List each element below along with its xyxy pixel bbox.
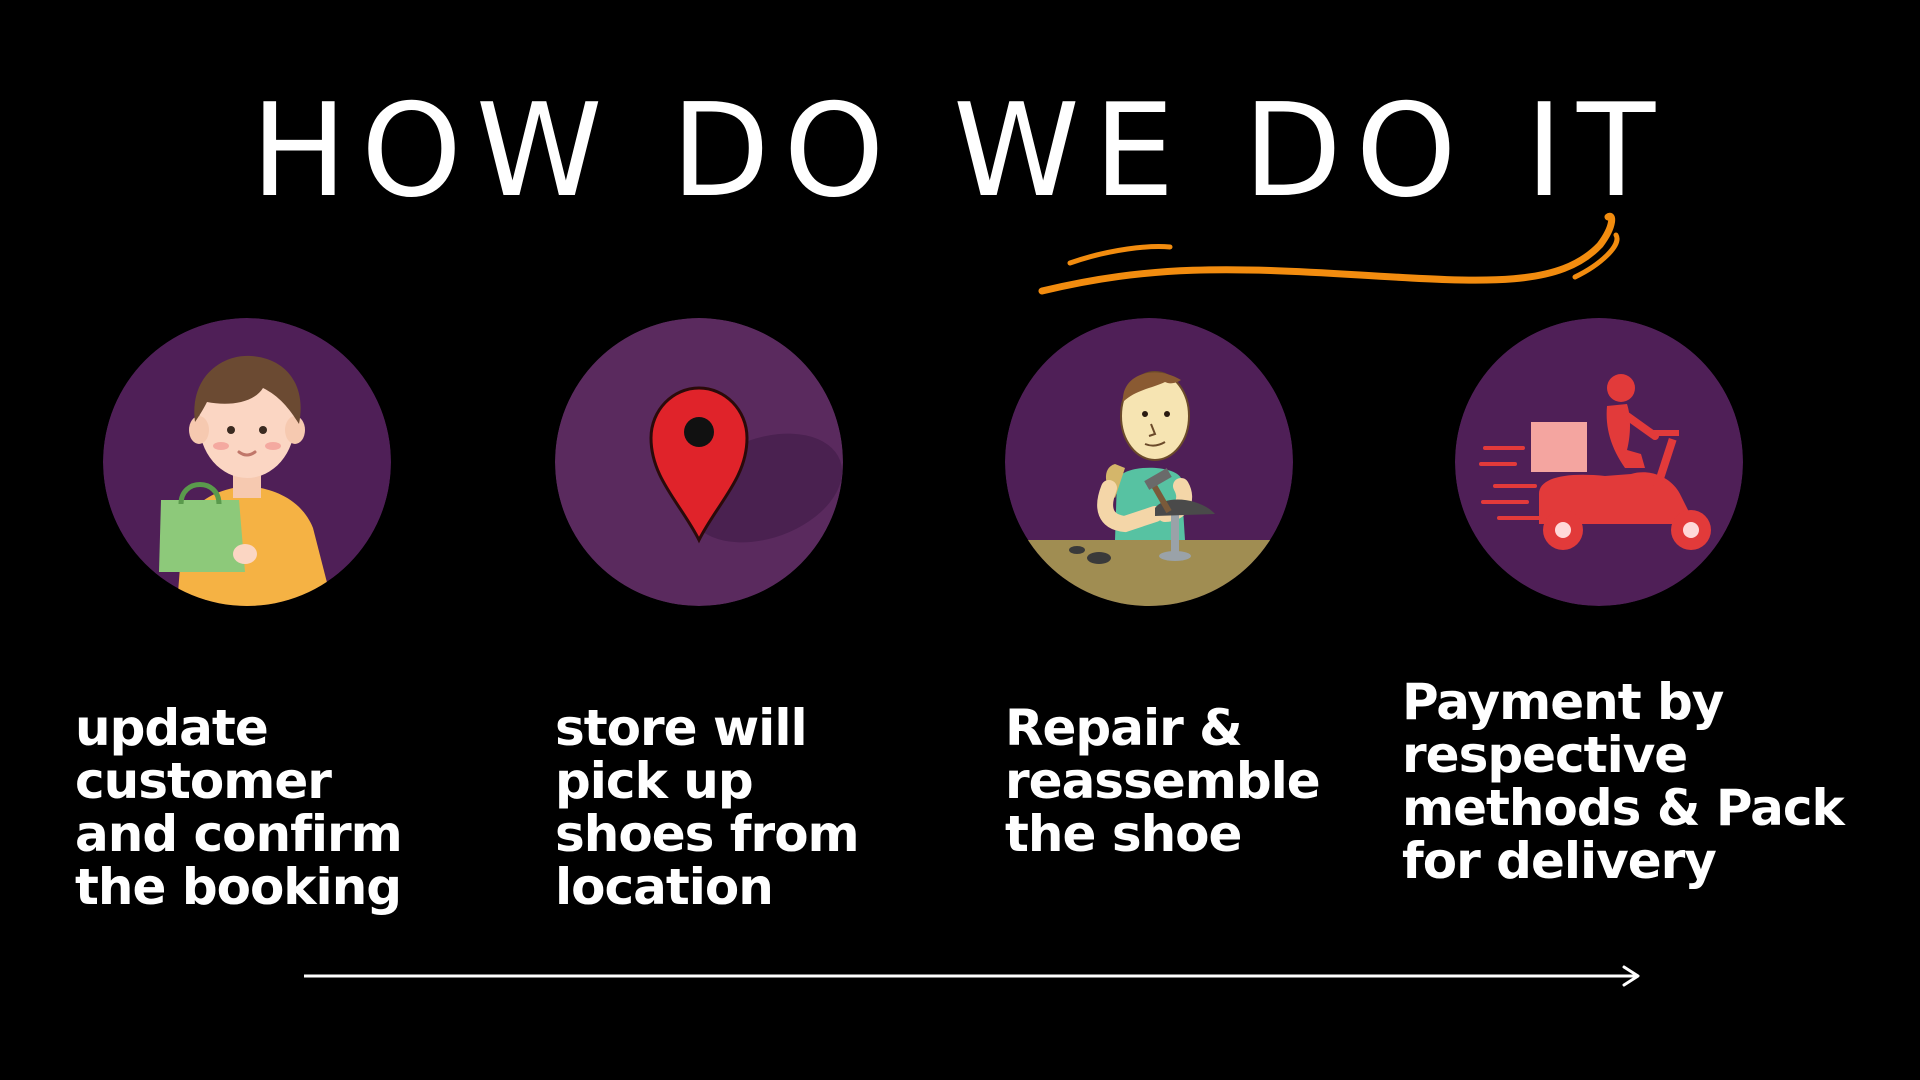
step-3-line-3: the shoe <box>1005 805 1242 863</box>
orange-swoosh-underline <box>1038 212 1620 295</box>
step-4-text: Payment by respective methods & Pack for… <box>1402 673 1845 890</box>
step-4-circle <box>1455 318 1743 606</box>
step-3-line-1: Repair & <box>1005 699 1243 757</box>
delivery-scooter-icon <box>1455 318 1743 606</box>
step-1-line-4: the booking <box>75 858 402 916</box>
step-2-line-4: location <box>555 858 774 916</box>
page-title: HOW DO WE DO IT <box>250 77 1670 226</box>
step-2-line-2: pick up <box>555 752 754 810</box>
step-4-line-2: respective <box>1402 726 1688 784</box>
step-2-line-3: shoes from <box>555 805 860 863</box>
step-2-circle <box>555 318 843 606</box>
step-4-line-4: for delivery <box>1402 832 1717 890</box>
step-1-text: update customer and confirm the booking <box>75 699 403 916</box>
step-1-circle <box>103 318 391 606</box>
map-pin-icon <box>555 318 843 606</box>
step-1-line-2: customer <box>75 752 332 810</box>
step-4-line-3: methods & Pack <box>1402 779 1845 837</box>
step-1-line-3: and confirm <box>75 805 403 863</box>
step-4-line-1: Payment by <box>1402 673 1724 731</box>
step-1-line-1: update <box>75 699 269 757</box>
shoe-repair-cobbler-icon <box>1005 318 1293 606</box>
step-2-line-1: store will <box>555 699 808 757</box>
customer-shopping-bag-icon <box>103 318 391 606</box>
step-2-text: store will pick up shoes from location <box>555 699 860 916</box>
step-3-text: Repair & reassemble the shoe <box>1005 699 1321 863</box>
step-3-circle <box>1005 318 1293 606</box>
timeline-arrow <box>304 965 1640 987</box>
step-3-line-2: reassemble <box>1005 752 1321 810</box>
